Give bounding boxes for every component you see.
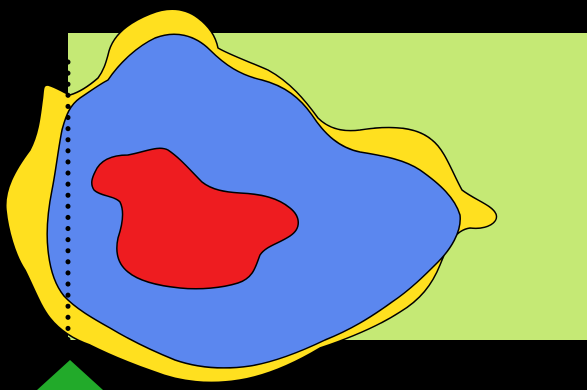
scene-canvas xyxy=(0,0,587,390)
